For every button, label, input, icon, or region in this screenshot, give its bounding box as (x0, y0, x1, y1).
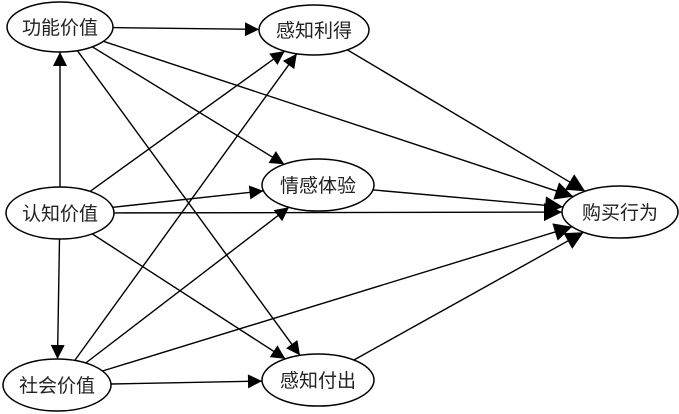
edge-social-value-to-emotional-experience (85, 206, 290, 364)
edge-cognitive-value-to-perceived-benefit (89, 50, 286, 192)
node-purchase-behavior: 购买行为 (561, 185, 679, 239)
edge-perceived-cost-to-purchase-behavior (353, 231, 584, 361)
edge-functional-value-to-emotional-experience (91, 46, 285, 165)
edge-functional-value-to-perceived-benefit (112, 22, 260, 37)
node-functional-value: 功能价值 (6, 1, 114, 53)
edge-perceived-benefit-to-purchase-behavior (347, 49, 586, 192)
node-label: 社会价值 (19, 375, 95, 397)
node-ellipse (561, 185, 679, 239)
edge-functional-value-to-purchase-behavior (103, 40, 574, 200)
node-ellipse (258, 4, 370, 56)
node-ellipse (6, 1, 114, 53)
node-label: 购买行为 (582, 202, 658, 224)
node-social-value: 社会价值 (2, 358, 112, 412)
edge-cognitive-value-to-purchase-behavior (113, 203, 563, 222)
edge-social-value-to-purchase-behavior (102, 223, 573, 372)
node-ellipse (261, 353, 375, 407)
edge-social-value-to-perceived-cost (110, 374, 263, 389)
node-perceived-benefit: 感知利得 (258, 4, 370, 56)
edge-cognitive-value-to-perceived-cost (91, 233, 286, 360)
node-ellipse (5, 186, 115, 240)
edge-social-value-to-perceived-benefit (74, 53, 298, 361)
node-label: 认知价值 (22, 203, 98, 225)
node-emotional-experience: 情感体验 (261, 158, 375, 212)
node-ellipse (2, 358, 112, 412)
node-perceived-cost: 感知付出 (261, 353, 375, 407)
edges-layer (50, 22, 586, 389)
edge-cognitive-value-to-social-value (50, 238, 65, 360)
node-cognitive-value: 认知价值 (5, 186, 115, 240)
node-label: 感知付出 (280, 370, 356, 392)
edge-cognitive-value-to-emotional-experience (112, 185, 264, 208)
node-label: 感知利得 (276, 20, 352, 42)
edge-emotional-experience-to-purchase-behavior (372, 189, 564, 215)
node-label: 情感体验 (280, 175, 356, 197)
node-label: 功能价值 (22, 17, 98, 39)
node-ellipse (261, 158, 375, 212)
